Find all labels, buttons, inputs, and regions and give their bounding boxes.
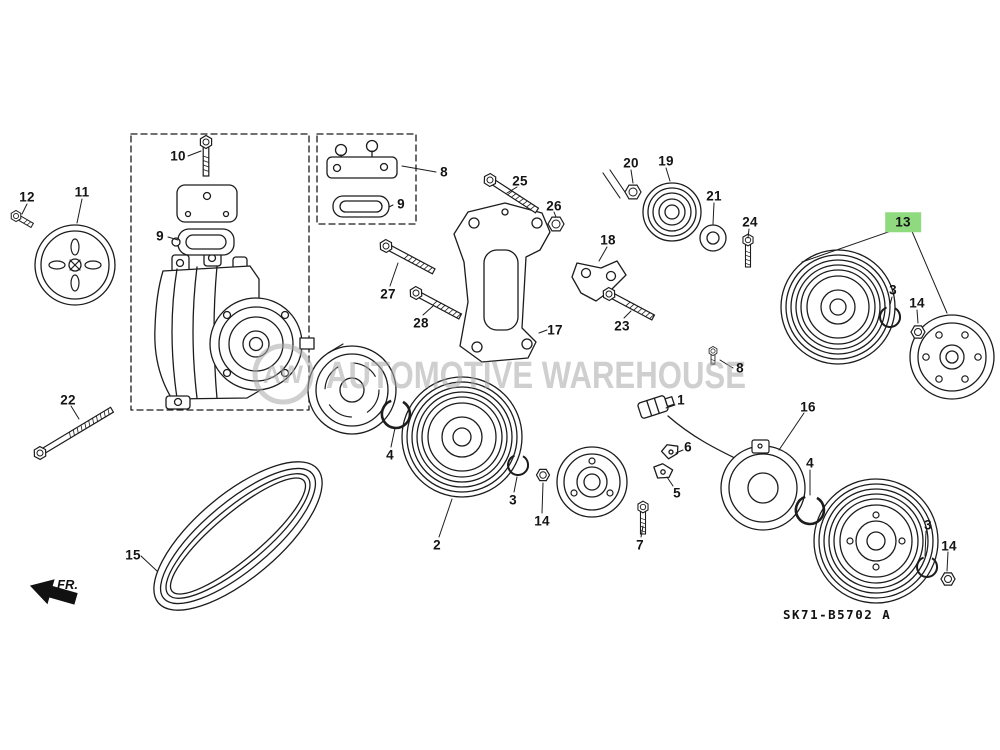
- diagram-code: SK71-B5702 A: [783, 607, 892, 622]
- part-label-12[interactable]: 12: [19, 189, 35, 205]
- part-label-25[interactable]: 25: [512, 173, 528, 189]
- bracket-plate-8: [326, 139, 398, 179]
- part-label-3[interactable]: 3: [889, 282, 897, 298]
- watermark: AW AUTOMOTIVE WAREHOUSE: [252, 343, 746, 405]
- part-label-22[interactable]: 22: [60, 392, 76, 408]
- screw-8-right: [708, 345, 718, 365]
- snap-ring-3-top: [879, 306, 902, 328]
- clutch-pulley-16-group: [813, 478, 939, 604]
- fr-direction-label: FR.: [57, 577, 78, 592]
- watermark-text: AUTOMOTIVE WAREHOUSE: [326, 355, 746, 397]
- part-label-14-3[interactable]: 14: [941, 538, 957, 554]
- part-label-8-2[interactable]: 8: [736, 360, 744, 376]
- idler-pulley-19: [642, 182, 702, 242]
- part-label-20[interactable]: 20: [623, 155, 639, 171]
- part-label-10[interactable]: 10: [170, 148, 186, 164]
- bolt-10: [199, 134, 213, 177]
- dashed-group-box-left: [130, 133, 310, 411]
- part-label-7[interactable]: 7: [636, 537, 644, 553]
- pulley-hub-holes: [846, 511, 906, 571]
- watermark-circle: [252, 343, 314, 405]
- washer-21: [699, 224, 727, 252]
- part-label-18[interactable]: 18: [600, 232, 616, 248]
- bolt-27: [379, 238, 436, 275]
- leader-lines: [21, 150, 949, 572]
- watermark-initials: AW: [263, 361, 304, 389]
- drive-belt-15: [153, 461, 323, 611]
- nut-20: [624, 184, 642, 200]
- gasket-9-left: [171, 228, 235, 256]
- part-label-9-2[interactable]: 9: [156, 228, 164, 244]
- part-label-5[interactable]: 5: [673, 485, 681, 501]
- damper-slots: [324, 362, 380, 418]
- clamp-6: [660, 444, 679, 460]
- bolt-28: [409, 285, 463, 320]
- clutch-pulley-2: [401, 376, 523, 498]
- bolt-23: [602, 286, 656, 321]
- bolt-22: [33, 406, 115, 461]
- field-coil-16: [720, 445, 806, 531]
- part-label-11[interactable]: 11: [74, 184, 90, 200]
- snap-ring-3-mid: [507, 454, 530, 476]
- nut-26: [547, 216, 565, 232]
- compressor-body: [154, 250, 315, 410]
- part-label-8[interactable]: 8: [440, 164, 448, 180]
- part-label-15[interactable]: 15: [125, 547, 141, 563]
- dashed-group-box-top: [316, 133, 417, 225]
- bolt-25: [483, 172, 540, 214]
- part-label-24[interactable]: 24: [742, 214, 758, 230]
- part-label-19[interactable]: 19: [658, 153, 674, 169]
- part-label-23[interactable]: 23: [614, 318, 630, 334]
- compressor-rear-cover: [176, 184, 238, 223]
- clutch-disc-rivets: [570, 457, 614, 497]
- part-label-14[interactable]: 14: [909, 295, 925, 311]
- part-label-21[interactable]: 21: [706, 188, 722, 204]
- gasket-9-top: [332, 195, 390, 218]
- part-label-6[interactable]: 6: [684, 439, 692, 455]
- part-label-1[interactable]: 1: [677, 392, 685, 408]
- fr-direction-arrow: [29, 579, 78, 605]
- nut-14-top: [910, 325, 926, 339]
- part-label-9[interactable]: 9: [397, 196, 405, 212]
- part-label-3-2[interactable]: 3: [509, 492, 517, 508]
- rotor-13: [909, 314, 995, 400]
- rotor-bolt-holes: [922, 331, 982, 383]
- clutch-disc: [556, 446, 628, 518]
- part-label-17[interactable]: 17: [547, 322, 563, 338]
- part-label-4-2[interactable]: 4: [806, 455, 814, 471]
- connector-1: [637, 395, 675, 419]
- part-label-13[interactable]: 13: [885, 212, 921, 232]
- bolt-12: [10, 209, 35, 229]
- part-label-4[interactable]: 4: [386, 447, 394, 463]
- circlip-4-right: [794, 495, 826, 526]
- nut-14-bottom: [940, 572, 956, 586]
- part-label-28[interactable]: 28: [413, 315, 429, 331]
- bolt-24: [742, 233, 754, 268]
- part-label-3-3[interactable]: 3: [924, 517, 932, 533]
- clamp-5: [653, 463, 674, 479]
- mount-bracket-17: [453, 202, 551, 363]
- pressure-plate-slots: [48, 238, 102, 292]
- part-label-2[interactable]: 2: [433, 537, 441, 553]
- coil-terminal: [751, 439, 770, 454]
- part-label-14-2[interactable]: 14: [534, 513, 550, 529]
- snap-ring-3-bottom: [916, 556, 939, 578]
- nut-14-mid: [535, 468, 551, 482]
- part-label-27[interactable]: 27: [380, 286, 396, 302]
- part-label-16[interactable]: 16: [800, 399, 816, 415]
- part-label-26[interactable]: 26: [546, 198, 562, 214]
